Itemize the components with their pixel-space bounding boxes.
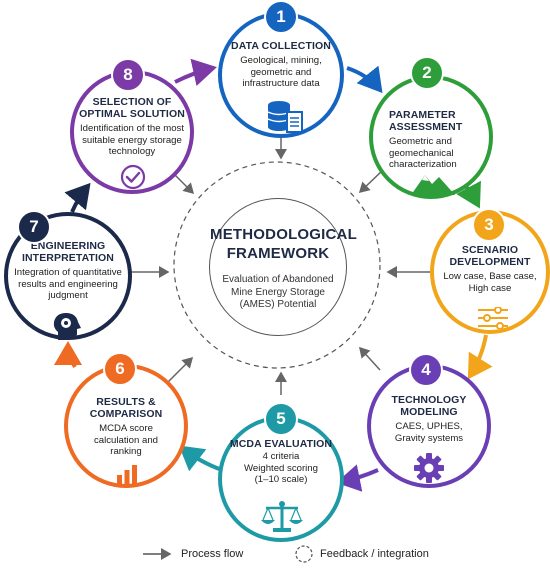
sliders-icon xyxy=(478,307,508,329)
step-2-desc-line1: Geometric and xyxy=(389,136,452,147)
step-6-title-line2: COMPARISON xyxy=(89,408,163,420)
cycle-arrow-6-7 xyxy=(54,341,83,369)
step-3-desc-line2: High case xyxy=(468,282,512,294)
center-desc-line1: Evaluation of Abandoned xyxy=(222,274,334,285)
step-5-desc-line3: (1–10 scale) xyxy=(254,474,308,485)
step-3-title-line2: DEVELOPMENT xyxy=(449,256,531,268)
step-7-desc-line3: judgment xyxy=(48,290,88,301)
step-1-desc-line2: geometric and xyxy=(250,66,312,78)
flow-arrow-2 xyxy=(358,169,384,194)
check-circle-icon xyxy=(120,164,146,190)
step-1-desc-line1: Geological, mining, xyxy=(240,55,322,66)
cycle-arrow-3-4 xyxy=(467,334,493,380)
cycle-arrow-5-6 xyxy=(178,445,223,472)
center-title-line2: FRAMEWORK xyxy=(226,245,330,262)
step-7-title-line2: INTERPRETATION xyxy=(21,252,114,264)
step-6-desc-line1: MCDA score xyxy=(99,423,153,434)
center-desc-line2: Mine Energy Storage xyxy=(231,286,325,298)
cycle-arrow-4-5 xyxy=(336,464,379,492)
step-8-node: SELECTION OF OPTIMAL SOLUTION Identifica… xyxy=(70,70,194,194)
step-6-badge: 6 xyxy=(103,352,137,386)
step-8-desc-line2: suitable energy storage xyxy=(82,134,182,146)
legend-process-flow-label: Process flow xyxy=(181,548,244,560)
legend-feedback-circle xyxy=(295,545,313,563)
center-framework: METHODOLOGICAL FRAMEWORK Evaluation of A… xyxy=(209,198,357,336)
step-4-title-line2: MODELING xyxy=(400,406,458,418)
step-8-badge: 8 xyxy=(111,58,145,92)
step-8-desc-line1: Identification of the most xyxy=(80,123,184,134)
step-7-desc-line2: results and engineering xyxy=(18,278,118,290)
step-7-badge: 7 xyxy=(17,210,51,244)
feedback-ring xyxy=(173,161,381,369)
center-desc-line3: (AMES) Potential xyxy=(239,299,317,310)
step-7-desc-line1: Integration of quantitative xyxy=(14,267,122,278)
bar-chart-icon xyxy=(117,465,137,484)
step-8-title-line1: SELECTION OF xyxy=(92,96,172,108)
step-5-title: MCDA EVALUATION xyxy=(229,438,333,450)
step-5-desc-line2: Weighted scoring xyxy=(244,462,318,474)
step-5-node: MCDA EVALUATION 4 criteria Weighted scor… xyxy=(218,416,344,542)
step-4-badge: 4 xyxy=(409,353,443,387)
step-3-badge: 3 xyxy=(472,208,506,242)
step-2-node: PARAMETER ASSESSMENT Geometric and geome… xyxy=(369,75,493,199)
step-1-badge: 1 xyxy=(264,0,298,34)
step-4-desc-line1: CAES, UPHES, xyxy=(395,421,463,432)
step-6-title-line1: RESULTS & xyxy=(96,396,156,408)
step-1-desc-line3: infrastructure data xyxy=(242,78,320,89)
flow-arrow-6 xyxy=(167,356,194,383)
balance-scale-icon xyxy=(261,501,303,532)
step-8-desc-line3: technology xyxy=(108,146,156,157)
legend-feedback-label: Feedback / integration xyxy=(320,548,429,560)
center-title-line1: METHODOLOGICAL xyxy=(210,226,357,243)
step-7-title-line1: ENGINEERING xyxy=(30,240,106,252)
step-2-badge: 2 xyxy=(410,56,444,90)
gear-icon xyxy=(414,453,444,483)
step-2-desc-line2: geomechanical xyxy=(389,147,454,159)
step-2-title-line1: PARAMETER xyxy=(389,109,456,121)
step-3-desc-line1: Low case, Base case, xyxy=(443,271,537,282)
step-2-title-line2: ASSESSMENT xyxy=(389,121,463,133)
step-6-desc-line3: ranking xyxy=(110,446,142,457)
step-2-desc-line3: characterization xyxy=(389,159,457,170)
step-4-desc-line2: Gravity systems xyxy=(394,432,464,444)
step-3-title-line1: SCENARIO xyxy=(461,244,519,256)
step-8-title-line2: OPTIMAL SOLUTION xyxy=(79,108,185,120)
mountain-icon xyxy=(411,175,455,195)
step-1-title: DATA COLLECTION xyxy=(231,40,331,52)
database-document-icon xyxy=(267,101,303,133)
cycle-arrow-8-1 xyxy=(174,58,217,87)
step-5-desc-line1: 4 criteria xyxy=(262,451,300,462)
step-5-badge: 5 xyxy=(264,402,298,436)
head-gear-icon xyxy=(53,313,81,340)
cycle-arrow-7-8 xyxy=(64,182,91,213)
step-4-title-line1: TECHNOLOGY xyxy=(391,394,467,406)
step-6-desc-line2: calculation and xyxy=(93,434,158,446)
cycle-arrow-1-2 xyxy=(346,65,383,94)
flow-arrow-4 xyxy=(358,346,381,371)
